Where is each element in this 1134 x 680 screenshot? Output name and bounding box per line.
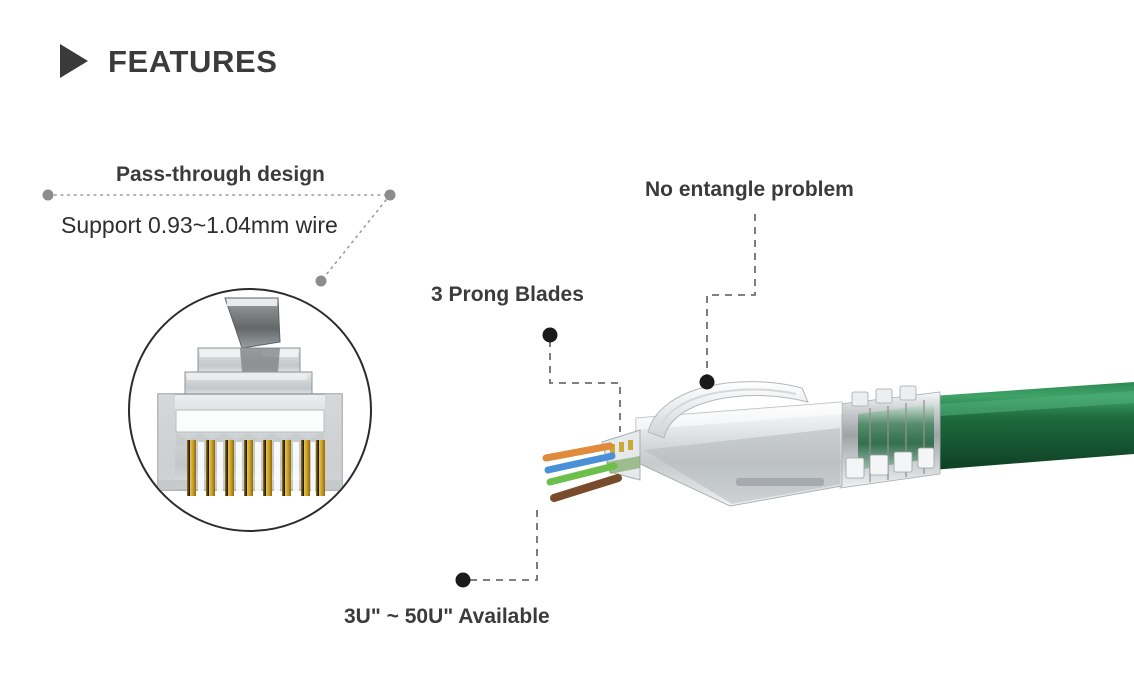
shield-shoulder (197, 347, 301, 373)
mid-collar (184, 371, 313, 395)
leader-dot-plating (455, 572, 471, 588)
callout-label-plating: 3U" ~ 50U" Available (344, 605, 550, 628)
green-cable (932, 382, 1134, 470)
leader-dot-pass-right (384, 189, 396, 201)
page-header: FEATURES (60, 44, 278, 78)
plug-body-main (635, 401, 843, 507)
crimp-barrel (839, 385, 941, 489)
callout-label-pass-through-title: Pass-through design (116, 163, 325, 186)
play-triangle-icon (60, 44, 88, 78)
callout-label-prong-blades: 3 Prong Blades (431, 283, 584, 306)
magnifier-circle (128, 288, 372, 532)
leader-dot-pass-left (42, 189, 54, 201)
exposed-wires (542, 442, 622, 502)
page-title: FEATURES (108, 43, 278, 79)
leader-dot-prong-blades (542, 327, 558, 343)
latch-tab (224, 297, 281, 349)
latch-clip (647, 381, 809, 439)
product-image-rj45-plug (542, 381, 1134, 507)
leader-dot-pass-target (315, 275, 327, 287)
leader-plating (455, 510, 538, 588)
contact-pins (187, 440, 325, 496)
callout-label-no-entangle: No entangle problem (645, 178, 854, 201)
rj45-connector-closeup (157, 297, 343, 496)
callout-label-pass-through-subtitle: Support 0.93~1.04mm wire (61, 212, 338, 238)
